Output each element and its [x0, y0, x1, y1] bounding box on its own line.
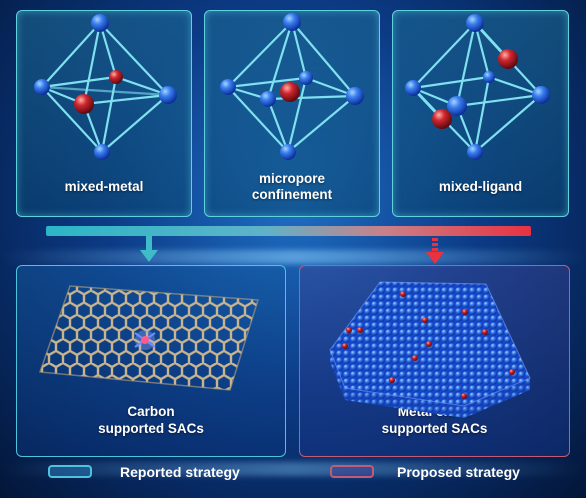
metal-node	[260, 91, 276, 107]
legend-reported-swatch	[48, 465, 92, 478]
single-atom-dopants	[342, 291, 515, 399]
legend-reported-label: Reported strategy	[120, 464, 240, 480]
panel-label-line1: micropore	[258, 171, 326, 186]
panel-label: mixed-ligand	[438, 179, 523, 194]
ligand-atom	[432, 109, 452, 129]
metal-node	[280, 144, 296, 160]
metal-oxide-slab	[329, 281, 531, 418]
octahedron-mixed-ligand	[411, 22, 542, 153]
metal-node	[532, 86, 550, 104]
panel-micropore-confinement: micropore confinement	[204, 10, 380, 217]
strategy-bar	[46, 226, 531, 236]
panel-label-line2: supported SACs	[381, 421, 488, 436]
ligand-atom	[498, 49, 518, 69]
light-streak	[0, 462, 586, 476]
metal-node	[283, 13, 301, 31]
arrow-down-icon	[140, 236, 158, 262]
metal-node	[91, 14, 109, 32]
octahedron-micropore	[227, 21, 356, 153]
metal-node	[299, 71, 313, 85]
panel-label: mixed-metal	[64, 179, 144, 194]
metal-node	[346, 87, 364, 105]
legend-proposed-swatch	[330, 465, 374, 478]
metal-node	[447, 96, 467, 116]
dopant-node	[74, 94, 94, 114]
panel-mixed-metal: mixed-metal	[16, 10, 192, 217]
confined-atom	[280, 82, 300, 102]
metal-node	[405, 80, 421, 96]
panel-label-line1: Carbon	[127, 404, 175, 419]
single-atom-site	[134, 330, 156, 350]
octahedron-mixed-metal	[41, 22, 169, 153]
metal-node	[94, 144, 110, 160]
legend-proposed-label: Proposed strategy	[397, 464, 520, 480]
dashed-arrow-down-icon	[426, 238, 444, 264]
metal-node	[220, 79, 236, 95]
panel-label-line2: confinement	[251, 187, 333, 202]
metal-node	[466, 14, 484, 32]
metal-node	[483, 71, 495, 83]
dopant-node	[109, 70, 123, 84]
panel-label-line2: supported SACs	[98, 421, 204, 436]
metal-node	[467, 144, 483, 160]
metal-node	[159, 86, 177, 104]
metal-node	[34, 79, 50, 95]
